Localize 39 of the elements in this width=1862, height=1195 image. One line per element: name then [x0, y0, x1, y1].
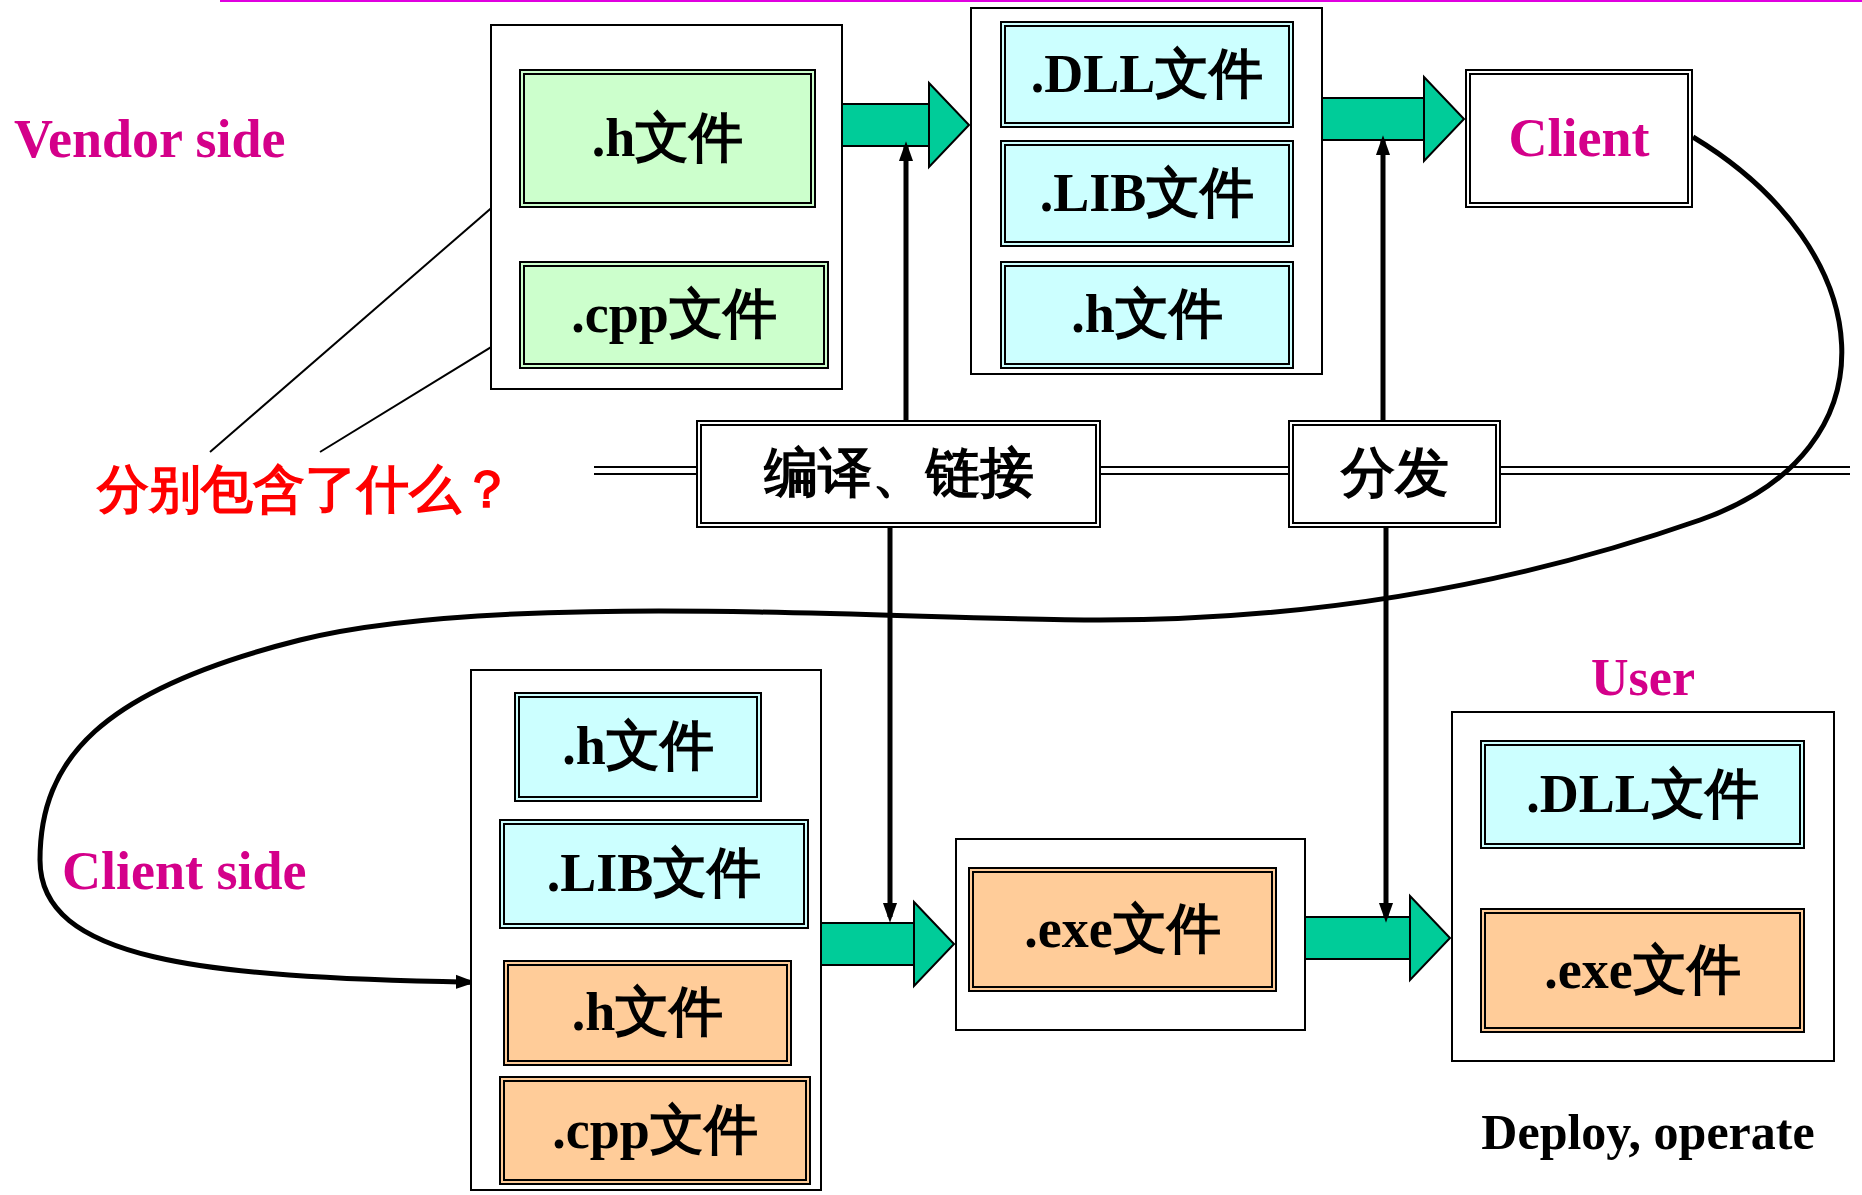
file-box — [1000, 21, 1294, 128]
caption-text: Deploy, operate — [1480, 1105, 1816, 1160]
group-heading: User — [1590, 649, 1696, 707]
file-box — [1000, 140, 1294, 247]
group-box — [470, 669, 822, 1191]
file-label: .h文件 — [591, 108, 744, 169]
file-label: .exe文件 — [1544, 940, 1741, 1001]
question-text: 分别包含了什么？ — [50, 452, 560, 528]
group-box — [490, 24, 843, 390]
file-label: .cpp文件 — [571, 285, 777, 345]
step-box — [696, 420, 1101, 528]
group-box — [970, 7, 1323, 375]
file-box — [499, 819, 809, 929]
file-box — [1480, 740, 1805, 849]
group-box — [955, 838, 1306, 1031]
file-box — [1000, 261, 1294, 369]
file-label: .h文件 — [1071, 285, 1223, 345]
file-label: 分发 — [1340, 444, 1449, 504]
side-label: Vendor side — [14, 110, 286, 170]
file-box — [1480, 908, 1805, 1033]
file-box — [519, 261, 829, 369]
file-box — [514, 692, 762, 802]
step-box — [1288, 420, 1501, 528]
side-label: Client side — [62, 842, 307, 902]
file-box — [503, 960, 792, 1066]
file-label: .LIB文件 — [546, 844, 762, 904]
file-label: .h文件 — [562, 717, 714, 777]
file-label: 编译、链接 — [763, 444, 1034, 504]
file-label: .exe文件 — [1024, 899, 1221, 960]
file-box — [519, 69, 816, 208]
file-label: .cpp文件 — [552, 1100, 758, 1161]
file-label: .DLL文件 — [1526, 764, 1759, 825]
file-label: .DLL文件 — [1030, 44, 1264, 105]
file-label: .LIB文件 — [1039, 163, 1255, 224]
file-box — [499, 1076, 811, 1185]
file-label: .h文件 — [571, 983, 724, 1043]
role-box — [1465, 69, 1693, 208]
file-box — [968, 867, 1277, 992]
file-label: Client — [1508, 108, 1650, 169]
